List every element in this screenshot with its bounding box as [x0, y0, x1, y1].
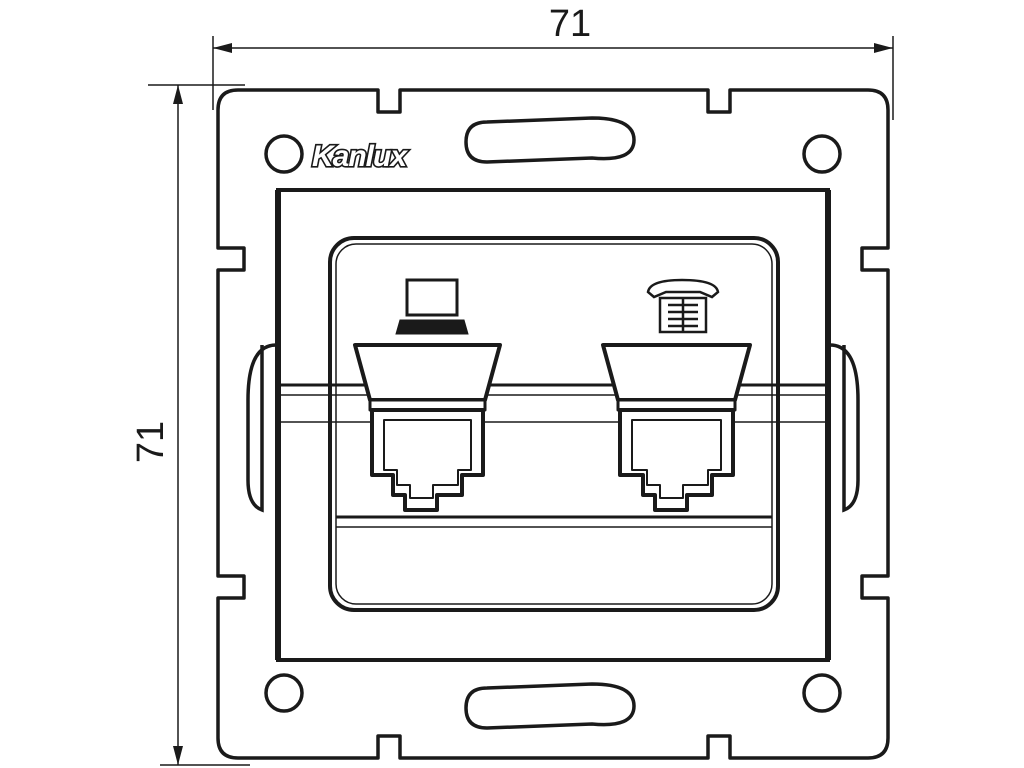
height-dimension — [148, 84, 250, 766]
rj45-socket-right — [601, 343, 752, 512]
mounting-hole-top-right — [802, 134, 842, 174]
socket-panel — [328, 236, 780, 612]
width-dimension — [212, 36, 894, 120]
telephone-icon — [646, 278, 720, 334]
cover-frame — [275, 188, 831, 662]
panel-rails — [280, 383, 826, 528]
screw-slot-bottom — [464, 682, 636, 730]
brand-logo: Kanlux — [312, 140, 408, 173]
side-clip-left — [246, 343, 277, 513]
width-dimension-label: 71 — [549, 3, 591, 45]
laptop-icon — [395, 278, 469, 335]
mounting-frame — [216, 88, 890, 760]
mounting-hole-bottom-right — [802, 673, 842, 713]
side-clip-right — [829, 343, 860, 513]
rj45-socket-left — [353, 343, 502, 512]
mounting-holes — [264, 134, 842, 713]
mounting-hole-bottom-left — [264, 673, 304, 713]
screw-slots — [464, 116, 636, 730]
mounting-hole-top-left — [264, 134, 304, 174]
screw-slot-top — [464, 116, 636, 164]
height-dimension-label: 71 — [130, 421, 172, 463]
side-clips — [246, 343, 860, 513]
